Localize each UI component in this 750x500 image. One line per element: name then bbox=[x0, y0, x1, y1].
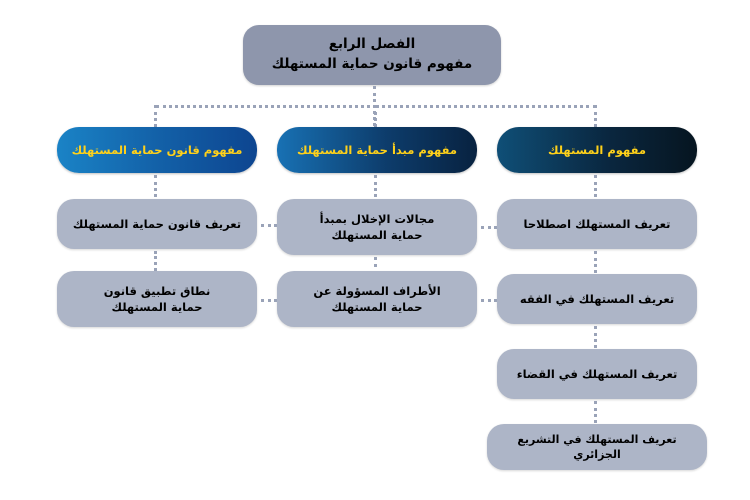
connector-drop-mid bbox=[374, 105, 377, 127]
column-header-label: مفهوم مبدأ حماية المستهلك bbox=[297, 143, 458, 157]
node-label-line-1: نطاق تطبيق قانون bbox=[103, 283, 211, 298]
diagram-title-line-1: الفصل الرابع bbox=[328, 36, 416, 53]
connector-mid-1-to-2 bbox=[374, 257, 377, 274]
connector-mid-h-to-1 bbox=[374, 175, 377, 197]
node-label-line-2: حماية المستهلك bbox=[331, 300, 423, 314]
column-header-label: مفهوم قانون حماية المستهلك bbox=[71, 143, 243, 157]
connector-row1-left-to-mid bbox=[261, 224, 277, 227]
connector-left-1-to-2 bbox=[154, 251, 157, 271]
connector-drop-right bbox=[594, 105, 597, 127]
node-label: تعريف المستهلك في القضاء bbox=[516, 366, 678, 381]
column-header-consumer-concept[interactable]: مفهوم المستهلك bbox=[497, 127, 697, 173]
column-header-protection-principle-concept[interactable]: مفهوم مبدأ حماية المستهلك bbox=[277, 127, 477, 173]
diagram-title-box: الفصل الرابع مفهوم قانون حماية المستهلك bbox=[243, 25, 501, 85]
connector-row2-left-to-mid bbox=[261, 299, 277, 302]
connector-right-2-to-3 bbox=[594, 326, 597, 348]
node-label-line-2: حماية المستهلك bbox=[111, 300, 203, 314]
connector-right-h-to-1 bbox=[594, 175, 597, 197]
connector-right-3-to-4 bbox=[594, 401, 597, 423]
node-consumer-3[interactable]: تعريف المستهلك في القضاء bbox=[497, 349, 697, 399]
node-consumer-2[interactable]: تعريف المستهلك في الفقه bbox=[497, 274, 697, 324]
connector-right-1-to-2 bbox=[594, 251, 597, 273]
column-header-label: مفهوم المستهلك bbox=[548, 143, 646, 157]
node-label: تعريف المستهلك اصطلاحا bbox=[523, 216, 671, 231]
connector-headers-rail-left bbox=[156, 105, 376, 108]
column-header-protection-law-concept[interactable]: مفهوم قانون حماية المستهلك bbox=[57, 127, 257, 173]
node-law-2[interactable]: نطاق تطبيق قانون حماية المستهلك bbox=[57, 271, 257, 327]
node-principle-1[interactable]: مجالات الإخلال بمبدأ حماية المستهلك bbox=[277, 199, 477, 255]
node-label: تعريف المستهلك في التشريع الجزائري bbox=[517, 432, 677, 461]
node-label: تعريف المستهلك في الفقه bbox=[519, 291, 675, 306]
node-law-1[interactable]: تعريف قانون حماية المستهلك bbox=[57, 199, 257, 249]
connector-row1-mid-to-right bbox=[481, 226, 497, 229]
connector-headers-rail-right bbox=[375, 105, 597, 108]
connector-drop-left bbox=[154, 105, 157, 127]
node-label-line-1: مجالات الإخلال بمبدأ bbox=[319, 211, 435, 226]
connector-row2-mid-to-right bbox=[481, 299, 497, 302]
connector-left-h-to-1 bbox=[154, 175, 157, 197]
node-consumer-1[interactable]: تعريف المستهلك اصطلاحا bbox=[497, 199, 697, 249]
node-consumer-4[interactable]: تعريف المستهلك في التشريع الجزائري bbox=[487, 424, 707, 470]
node-label: تعريف قانون حماية المستهلك bbox=[72, 216, 242, 231]
diagram-title-line-2: مفهوم قانون حماية المستهلك bbox=[271, 56, 473, 72]
node-label-line-1: الأطراف المسؤولة عن bbox=[313, 283, 441, 298]
node-principle-2[interactable]: الأطراف المسؤولة عن حماية المستهلك bbox=[277, 271, 477, 327]
node-label-line-2: حماية المستهلك bbox=[331, 228, 423, 242]
